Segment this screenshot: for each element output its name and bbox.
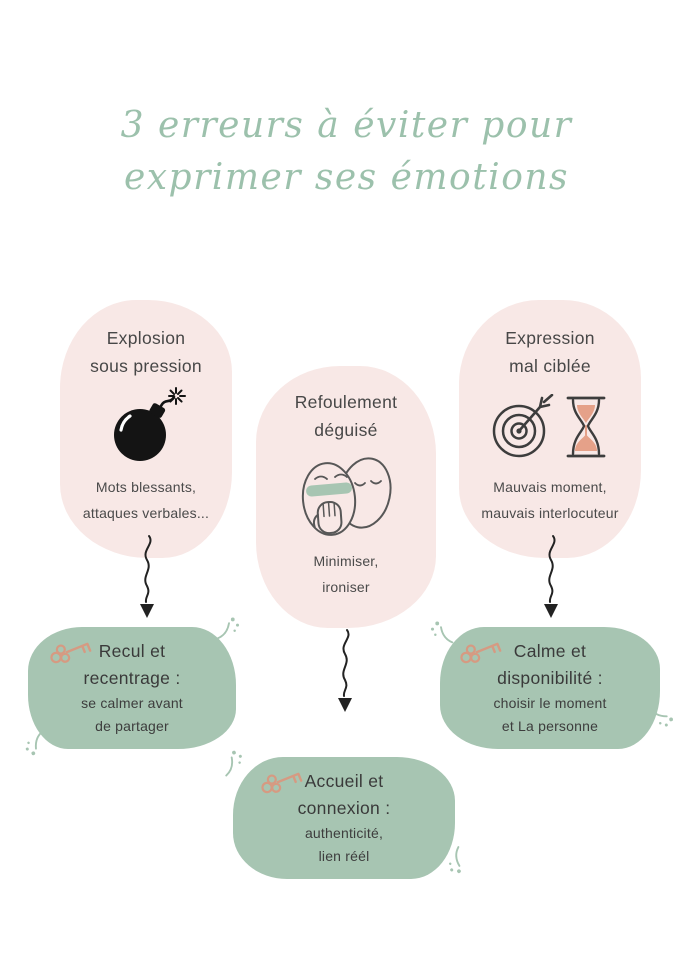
target-and-hourglass-icon [490, 382, 610, 472]
decorative-flourish [216, 617, 240, 640]
mistake-card-expression: Expression mal ciblée Mauvais mo [459, 300, 641, 558]
mistake-desc: Mots blessants, attaques verbales... [83, 474, 209, 526]
squiggle-arrow-icon [338, 629, 352, 712]
key-icon [460, 642, 502, 664]
masks-icon [285, 444, 407, 546]
mistake-desc: Minimiser, ironiser [313, 548, 378, 600]
decorative-flourish [449, 846, 461, 874]
page-title-line-2: exprimer ses émotions [123, 157, 570, 198]
mistake-desc-line: Mots blessants, [95, 479, 197, 495]
solution-desc-line: se calmer avant [81, 695, 183, 711]
squiggle-arrow-icon [140, 535, 154, 618]
bomb-icon [114, 387, 186, 461]
mistake-title-line: Refoulement [294, 392, 398, 412]
mistake-title-line: déguisé [314, 420, 378, 440]
page-title-line-1: 3 erreurs à éviter pour [120, 105, 573, 146]
solution-title: Recul et recentrage : [84, 638, 181, 692]
solution-desc-line: authenticité, [304, 825, 384, 841]
mistake-title-line: Explosion [106, 328, 186, 348]
mistake-title: Refoulement déguisé [295, 388, 398, 444]
solution-title: Accueil et connexion : [298, 768, 391, 822]
bomb-icon [104, 382, 188, 470]
squiggle-arrow-icon [544, 535, 558, 618]
solution-desc-line: choisir le moment [493, 695, 607, 711]
mistake-title-line: sous pression [90, 356, 202, 376]
solution-title-line: recentrage : [83, 668, 181, 688]
masks-icon [301, 457, 392, 536]
mistake-desc-line: ironiser [322, 579, 370, 595]
key-icon [50, 642, 92, 664]
solution-desc-line: de partager [95, 718, 169, 734]
solution-title-line: connexion : [297, 798, 391, 818]
mistake-title: Explosion sous pression [90, 324, 202, 380]
solution-desc: se calmer avant de partager [81, 692, 183, 738]
hourglass-icon [566, 396, 606, 458]
solution-card-accueil: Accueil et connexion : authenticité, lie… [233, 757, 455, 879]
solution-desc: choisir le moment et La personne [493, 692, 606, 738]
solution-title-line: Recul et [98, 641, 166, 661]
mistake-desc-line: Mauvais moment, [493, 479, 607, 495]
solution-card-calme: Calme et disponibilité : choisir le mome… [440, 627, 660, 749]
decorative-flourish [430, 621, 454, 644]
decorative-flourish [225, 750, 242, 777]
mistake-title-line: mal ciblée [509, 356, 591, 376]
mistake-title: Expression mal ciblée [505, 324, 595, 380]
mistake-title-line: Expression [505, 328, 595, 348]
key-icon [261, 772, 303, 794]
page-title: 3 erreurs à éviter pour exprimer ses émo… [0, 100, 693, 204]
solution-card-recul: Recul et recentrage : se calmer avant de… [28, 627, 236, 749]
decorative-flourish [648, 706, 673, 727]
solution-desc-line: lien réél [318, 848, 370, 864]
solution-desc-line: et La personne [501, 718, 599, 734]
mistake-desc: Mauvais moment, mauvais interlocuteur [481, 474, 618, 526]
mistake-desc-line: mauvais interlocuteur [481, 505, 619, 521]
decorative-flourish [25, 730, 44, 756]
solution-desc: authenticité, lien réél [305, 822, 383, 868]
mistake-card-explosion: Explosion sous pression Mots blessants, … [60, 300, 232, 558]
solution-title-line: disponibilité : [497, 668, 603, 688]
mistake-card-refoulement: Refoulement déguisé Mi [256, 366, 436, 628]
solution-title-line: Accueil et [304, 771, 384, 791]
mistake-desc-line: Minimiser, [313, 553, 379, 569]
target-dart-icon [492, 394, 554, 458]
mistake-desc-line: attaques verbales... [82, 505, 210, 521]
solution-title-line: Calme et [513, 641, 587, 661]
solution-title: Calme et disponibilité : [497, 638, 603, 692]
